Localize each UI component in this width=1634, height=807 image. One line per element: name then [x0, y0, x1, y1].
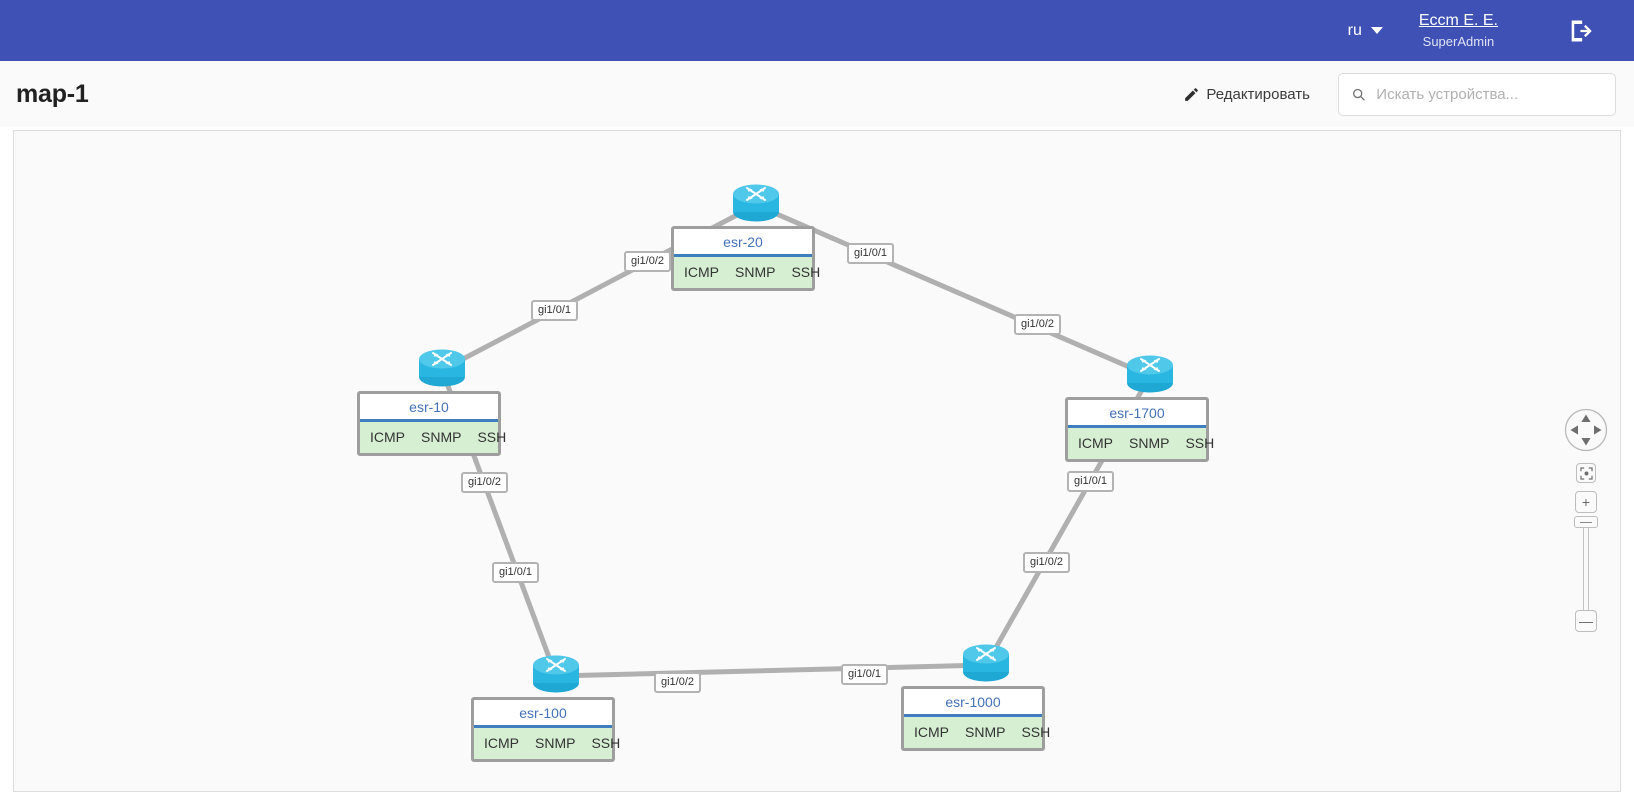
service-badge-snmp[interactable]: SNMP: [535, 735, 576, 751]
device-node-esr-1700[interactable]: [1124, 352, 1176, 396]
top-navigation-bar: ru Eccm E. E. SuperAdmin: [0, 0, 1634, 61]
edge-interface-label[interactable]: gi1/0/2: [624, 251, 672, 272]
device-services: ICMP SNMP SSH: [904, 714, 1050, 748]
search-icon: [1353, 88, 1365, 100]
fit-to-screen-icon: [1579, 466, 1593, 480]
zoom-out-label: —: [1579, 613, 1593, 629]
user-info: Eccm E. E. SuperAdmin: [1419, 11, 1498, 51]
device-services: ICMP SNMP SSH: [360, 419, 506, 453]
device-services: ICMP SNMP SSH: [674, 254, 820, 288]
edge-interface-label[interactable]: gi1/0/1: [1067, 471, 1115, 492]
device-node-esr-1000[interactable]: [960, 641, 1012, 685]
page-title: map-1: [16, 79, 89, 108]
device-services: ICMP SNMP SSH: [474, 725, 620, 759]
device-card-title: esr-10: [409, 399, 449, 415]
edge-interface-label[interactable]: gi1/0/2: [461, 472, 509, 493]
service-badge-icmp[interactable]: ICMP: [684, 264, 719, 280]
zoom-slider[interactable]: + —: [1574, 491, 1598, 632]
device-services: ICMP SNMP SSH: [1068, 425, 1214, 459]
router-icon: [533, 655, 579, 693]
edge-interface-label[interactable]: gi1/0/2: [654, 672, 702, 693]
zoom-out-button[interactable]: —: [1575, 610, 1597, 632]
router-icon: [963, 644, 1009, 682]
service-badge-snmp[interactable]: SNMP: [965, 724, 1006, 740]
zoom-in-label: +: [1581, 494, 1591, 510]
chevron-down-icon: [1370, 27, 1383, 34]
zoom-in-button[interactable]: +: [1575, 491, 1597, 513]
search-devices-box[interactable]: [1338, 72, 1616, 116]
service-badge-ssh[interactable]: SSH: [1185, 435, 1215, 451]
service-badge-ssh[interactable]: SSH: [1021, 724, 1051, 740]
service-badge-snmp[interactable]: SNMP: [735, 264, 776, 280]
device-card-title: esr-100: [519, 705, 567, 721]
device-card-title: esr-20: [723, 234, 763, 250]
service-badge-ssh[interactable]: SSH: [791, 264, 821, 280]
router-icon: [1127, 355, 1173, 393]
service-badge-ssh[interactable]: SSH: [591, 735, 621, 751]
service-badge-icmp[interactable]: ICMP: [914, 724, 949, 740]
service-badge-icmp[interactable]: ICMP: [1078, 435, 1113, 451]
edge-interface-label[interactable]: gi1/0/1: [531, 300, 579, 321]
zoom-slider-handle[interactable]: [1574, 516, 1598, 528]
edit-map-label: Редактировать: [1206, 85, 1310, 103]
user-role-label: SuperAdmin: [1422, 33, 1495, 49]
router-icon: [733, 184, 779, 222]
topology-link[interactable]: [555, 662, 987, 679]
language-label: ru: [1347, 21, 1362, 39]
zoom-handle-bar: [1580, 521, 1592, 523]
logout-icon: [1571, 20, 1592, 41]
map-navigation-controls: + —: [1562, 408, 1610, 632]
search-input[interactable]: [1376, 85, 1603, 103]
language-selector[interactable]: ru: [1348, 22, 1383, 40]
service-badge-ssh[interactable]: SSH: [477, 429, 507, 445]
edge-interface-label[interactable]: gi1/0/1: [841, 664, 889, 685]
device-node-esr-100[interactable]: [530, 652, 582, 696]
service-badge-snmp[interactable]: SNMP: [421, 429, 462, 445]
service-badge-icmp[interactable]: ICMP: [370, 429, 405, 445]
logout-button[interactable]: [1564, 14, 1598, 48]
page-header: map-1 Редактировать: [0, 61, 1634, 127]
zoom-slider-rail[interactable]: [1583, 528, 1589, 610]
fit-to-screen-button[interactable]: [1576, 463, 1596, 483]
service-badge-snmp[interactable]: SNMP: [1129, 435, 1170, 451]
pencil-icon: [1185, 87, 1199, 101]
edge-interface-label[interactable]: gi1/0/1: [492, 562, 540, 583]
service-badge-icmp[interactable]: ICMP: [484, 735, 519, 751]
topology-edges: [439, 202, 1153, 679]
device-node-esr-20[interactable]: [730, 181, 782, 225]
header-actions: Редактировать: [1183, 72, 1616, 116]
edge-interface-label[interactable]: gi1/0/2: [1023, 552, 1071, 573]
pan-dial-icon[interactable]: [1564, 408, 1608, 452]
device-card-title: esr-1700: [1109, 405, 1165, 421]
device-node-esr-10[interactable]: [416, 346, 468, 390]
edit-map-button[interactable]: Редактировать: [1183, 86, 1310, 103]
device-card-title: esr-1000: [945, 694, 1001, 710]
edge-interface-label[interactable]: gi1/0/1: [847, 243, 895, 264]
user-name-link[interactable]: Eccm E. E.: [1418, 11, 1498, 29]
edge-interface-label[interactable]: gi1/0/2: [1014, 314, 1062, 335]
router-icon: [419, 349, 465, 387]
topology-link[interactable]: [755, 202, 1151, 379]
